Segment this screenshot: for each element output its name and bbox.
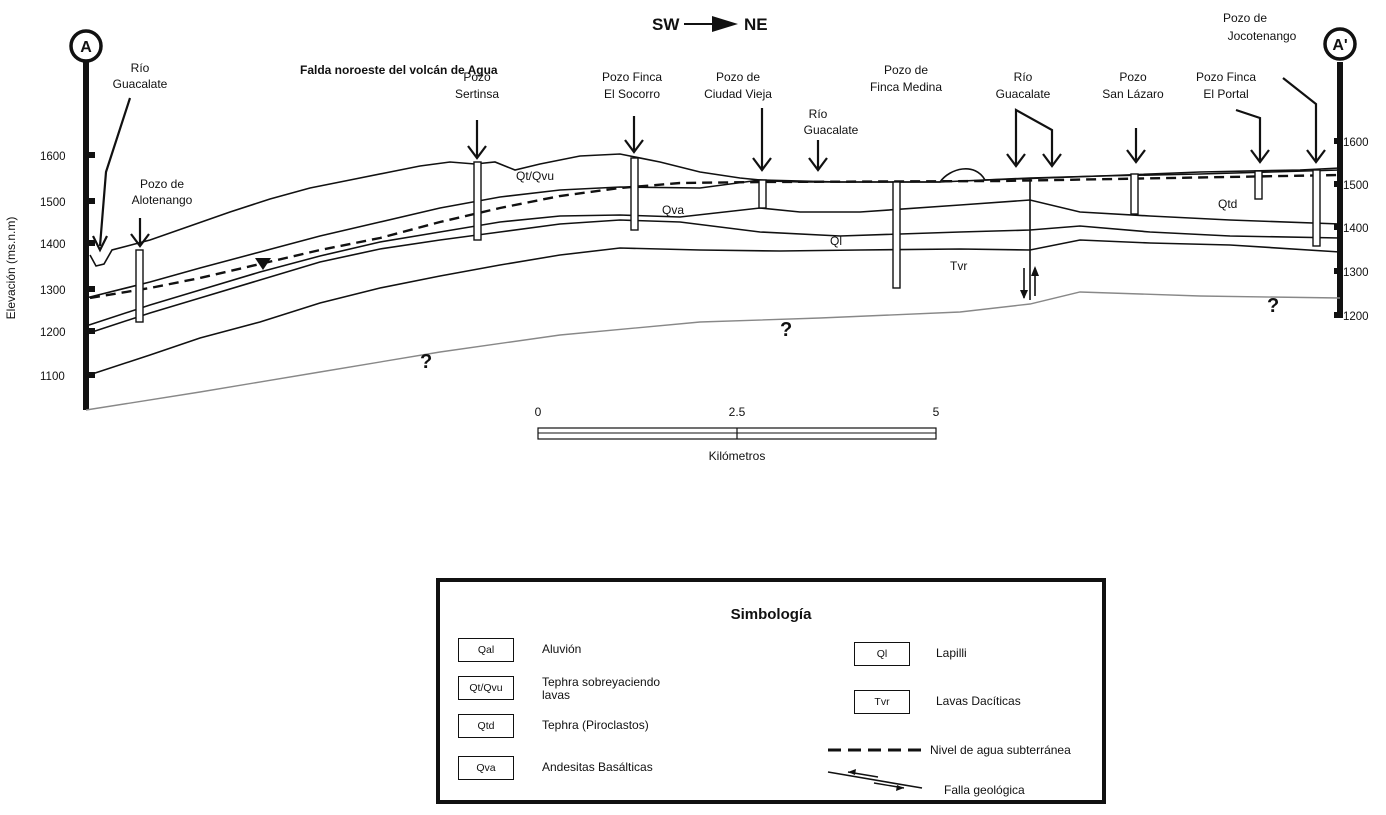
endpoint-a-label: A (80, 39, 92, 56)
well-casing-ciudad-vieja (758, 179, 767, 209)
left-tick-1600: 1600 (40, 151, 66, 163)
well-casing-medina (892, 181, 901, 289)
well-casing-alotenango (135, 249, 144, 323)
legend-code-qtqvu: Qt/Qvu (458, 676, 514, 700)
well-casing-jocotenango (1312, 169, 1321, 247)
legend-desc-qtqvu: Tephra sobreyaciendo lavas (542, 675, 661, 702)
scale-tick-2-5: 2.5 (729, 405, 746, 419)
direction-sw: SW (652, 15, 680, 34)
legend-desc-ql: Lapilli (936, 646, 967, 660)
well-casing-san-lazaro (1130, 173, 1139, 215)
water-table-line (89, 173, 1341, 300)
unknown-mark-2: ? (780, 319, 792, 341)
label-socorro-2: El Socorro (604, 87, 660, 101)
label-socorro-1: Pozo Finca (602, 70, 662, 84)
legend-title: Simbología (730, 606, 812, 623)
label-medina-1: Pozo de (884, 63, 928, 77)
endpoint-a-prime-marker (1323, 27, 1357, 61)
unit-label-qtqvu: Qt/Qvu (516, 169, 554, 183)
scale-unit: Kilómetros (709, 449, 766, 463)
y-axis-label: Elevación (ms.n.m) (4, 217, 18, 320)
scale-tick-0: 0 (535, 405, 542, 419)
direction-arrow-icon (684, 16, 738, 32)
left-tick-1400: 1400 (40, 239, 66, 251)
label-rio-mid-1: Río (809, 107, 828, 121)
unit-label-ql: Ql (830, 234, 842, 248)
water-table-symbol-icon (255, 258, 271, 270)
well-casing-portal (1254, 170, 1263, 200)
contact-qtqvu-qva (85, 169, 1341, 299)
cross-section-diagram: SW NE Falda noroeste del volcán de Agua … (4, 11, 1369, 463)
left-tick-1500: 1500 (40, 197, 66, 209)
legend-desc-qal: Aluvión (542, 642, 582, 656)
legend-code-qva: Qva (458, 756, 514, 780)
direction-ne: NE (744, 15, 768, 34)
arrow-rio-right-icon (1014, 108, 1054, 164)
label-rio-left-2: Guacalate (113, 77, 168, 91)
label-portal-1: Pozo Finca (1196, 70, 1256, 84)
label-san-lazaro-2: San Lázaro (1102, 87, 1164, 101)
label-rio-left-1: Río (131, 61, 150, 75)
legend-desc-qtd: Tephra (Piroclastos) (542, 718, 649, 732)
contact-ql-tvr (85, 219, 1341, 335)
left-tick-1100: 1100 (40, 371, 65, 383)
label-sertinsa-2: Sertinsa (455, 87, 499, 101)
well-casing-socorro (630, 157, 639, 231)
right-tick-1600: 1600 (1343, 137, 1369, 149)
arrow-portal-icon (1235, 108, 1262, 160)
label-rio-right-2: Guacalate (996, 87, 1051, 101)
label-rio-mid-2: Guacalate (804, 123, 859, 137)
left-tick-1200: 1200 (40, 327, 66, 339)
label-rio-right-1: Río (1014, 70, 1033, 84)
legend-code-qtd: Qtd (458, 714, 514, 738)
unknown-mark-3: ? (1267, 295, 1279, 317)
label-ciudad-vieja-2: Ciudad Vieja (704, 87, 772, 101)
well-casing-sertinsa (473, 161, 482, 241)
unit-label-qtd: Qtd (1218, 197, 1237, 211)
label-alotenango-2: Alotenango (132, 193, 193, 207)
inferred-basement-contact (85, 291, 1341, 411)
legend-desc-qva: Andesitas Basálticas (542, 760, 653, 774)
left-tick-1300: 1300 (40, 285, 66, 297)
right-tick-1200: 1200 (1343, 311, 1369, 323)
legend-symbols (827, 748, 923, 791)
left-ticks: 1600 1500 1400 1300 1200 1100 (40, 151, 95, 383)
label-san-lazaro-1: Pozo (1119, 70, 1147, 84)
right-tick-1500: 1500 (1343, 180, 1369, 192)
label-alotenango-1: Pozo de (140, 177, 184, 191)
fault-displacement-arrows-icon (1020, 266, 1039, 299)
right-tick-1300: 1300 (1343, 267, 1369, 279)
right-tick-1400: 1400 (1343, 223, 1369, 235)
endpoint-a-marker (69, 29, 103, 63)
label-sertinsa-1: Pozo (463, 70, 491, 84)
contact-tvr-lower (85, 239, 1341, 377)
arrow-rio-left-icon (98, 97, 132, 247)
scale-bar: 0 2.5 5 Kilómetros (535, 405, 940, 463)
fault-legend-icon (827, 769, 923, 791)
legend-water-table: Nivel de agua subterránea (930, 743, 1071, 757)
legend-code-qal: Qal (458, 638, 514, 662)
ground-surface-line (89, 153, 1341, 267)
right-ticks: 1600 1500 1400 1300 1200 (1334, 137, 1369, 323)
label-ciudad-vieja-1: Pozo de (716, 70, 760, 84)
legend-desc-tvr: Lavas Dacíticas (936, 694, 1021, 708)
label-jocotenango-1: Pozo de (1223, 11, 1267, 25)
label-portal-2: El Portal (1203, 87, 1248, 101)
diagram-title: Falda noroeste del volcán de Agua (300, 63, 498, 77)
arrow-jocotenango-icon (1282, 77, 1318, 160)
endpoint-a-prime-label: A' (1332, 37, 1347, 54)
legend-code-tvr: Tvr (854, 690, 910, 714)
contact-qva-ql (85, 199, 1341, 327)
scale-tick-5: 5 (933, 405, 940, 419)
unit-label-qva: Qva (662, 203, 684, 217)
legend-box: Simbología Qal Aluvión Qt/Qvu Tephra sob… (436, 578, 1106, 804)
unit-label-tvr: Tvr (950, 259, 967, 273)
label-medina-2: Finca Medina (870, 80, 942, 94)
legend-fault: Falla geológica (944, 783, 1025, 797)
unknown-mark-1: ? (420, 351, 432, 373)
label-jocotenango-2: Jocotenango (1228, 29, 1297, 43)
legend-code-ql: Ql (854, 642, 910, 666)
